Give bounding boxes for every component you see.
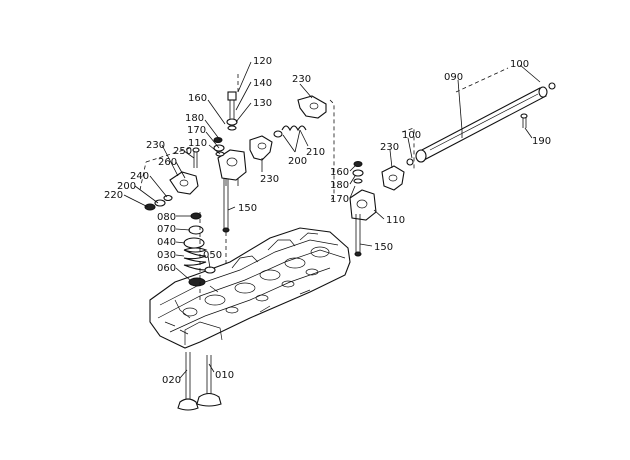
label-230: 230 (292, 74, 311, 85)
cylinder-head (149, 227, 351, 349)
leader-lines (123, 61, 541, 379)
label-150: 150 (238, 203, 257, 214)
rocker-arm-right (381, 165, 405, 191)
rocker-arm-left-a (249, 135, 273, 161)
valve-intake-010 (196, 355, 222, 407)
label-070: 070 (157, 224, 176, 235)
label-200: 200 (288, 156, 307, 167)
label-190: 190 (532, 136, 551, 147)
rocker-shaft-090 (406, 82, 556, 166)
rocker-support-left-110 (213, 137, 247, 186)
label-180: 180 (330, 180, 349, 191)
small-parts-left (144, 147, 200, 211)
label-170: 170 (330, 194, 349, 205)
label-110: 110 (188, 138, 207, 149)
label-170: 170 (187, 125, 206, 136)
label-130: 130 (253, 98, 272, 109)
label-210: 210 (306, 147, 325, 158)
label-160: 160 (188, 93, 207, 104)
shaft-plug-190 (520, 113, 528, 128)
label-180: 180 (185, 113, 204, 124)
label-250: 250 (173, 146, 192, 157)
bolt-120 (226, 91, 238, 131)
part-labels: 120 140 130 160 180 170 110 230 230 200 … (104, 56, 551, 386)
label-200: 200 (117, 181, 136, 192)
valve-exhaust-020 (177, 352, 199, 411)
label-240: 240 (130, 171, 149, 182)
label-110: 110 (386, 215, 405, 226)
label-220: 220 (104, 190, 123, 201)
label-060: 060 (157, 263, 176, 274)
label-230: 230 (146, 140, 165, 151)
assembly-brackets (139, 67, 509, 300)
label-140: 140 (253, 78, 272, 89)
rocker-support-right-110 (349, 161, 377, 221)
push-rod-right-150 (354, 214, 362, 257)
label-120: 120 (253, 56, 272, 67)
label-260: 260 (158, 157, 177, 168)
label-020: 020 (162, 375, 181, 386)
label-230: 230 (380, 142, 399, 153)
rocker-spring-210 (273, 125, 307, 138)
rocker-arm-top (297, 95, 327, 119)
label-230: 230 (260, 174, 279, 185)
label-080: 080 (157, 212, 176, 223)
label-010: 010 (215, 370, 234, 381)
label-030: 030 (157, 250, 176, 261)
label-100: 100 (510, 59, 529, 70)
label-090: 090 (444, 72, 463, 83)
label-100: 100 (402, 130, 421, 141)
rocker-arm-left-b (169, 171, 199, 195)
label-050: 050 (203, 250, 222, 261)
label-040: 040 (157, 237, 176, 248)
label-150: 150 (374, 242, 393, 253)
label-160: 160 (330, 167, 349, 178)
